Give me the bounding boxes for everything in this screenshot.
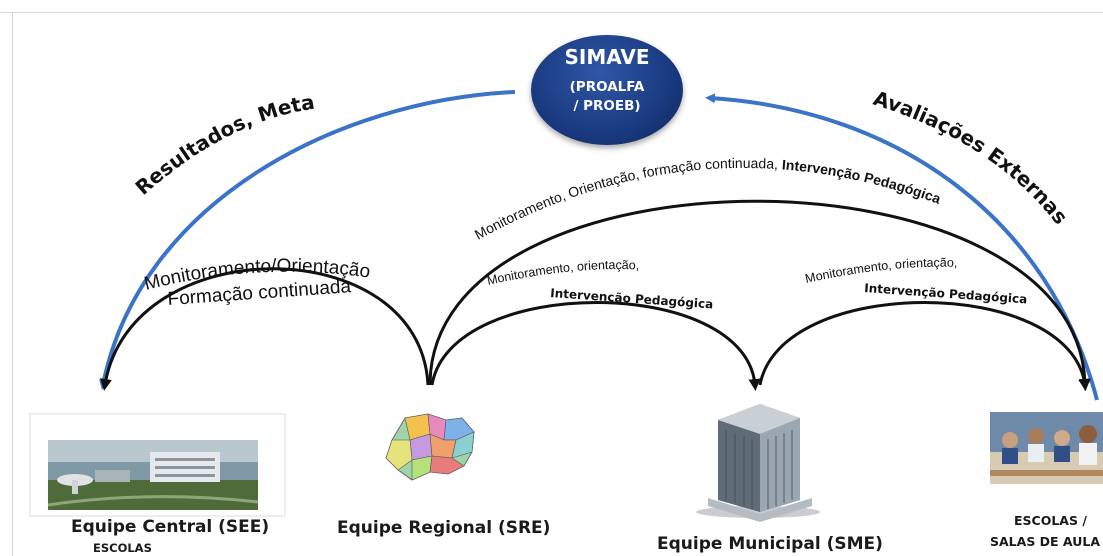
municipal-building-image (696, 404, 820, 522)
municipal-schools-arc (758, 301, 1091, 391)
central-team-sublabel: ESCOLAS (93, 541, 152, 555)
frame-left-line (12, 12, 13, 556)
central-team-image (29, 413, 286, 517)
simave-title: SIMAVE (564, 45, 650, 69)
simave-subtitle-line2: / PROEB) (573, 98, 641, 114)
frame-top-line (0, 12, 1103, 13)
classroom-image (990, 412, 1103, 484)
schools-label-line2: SALAS DE AULA (990, 534, 1101, 549)
left-arc (100, 267, 430, 391)
central-team-label: Equipe Central (SEE) (71, 517, 270, 537)
evaluations-arrow-label: Avaliações Externas (871, 86, 1073, 229)
middle-arc-label-line1: Monitoramento, orientação, (486, 258, 640, 288)
schools-label-line1: ESCOLAS / (1014, 513, 1087, 528)
municipal-team-label: Equipe Municipal (SME) (657, 534, 883, 554)
results-arrow-label: Resultados, Metas (0, 0, 316, 200)
regional-map-image (385, 413, 475, 481)
middle-arc-label-line2: Intervenção Pedagógica (550, 286, 714, 311)
simave-node: SIMAVE (PROALFA / PROEB) (531, 35, 683, 145)
top-arc (428, 199, 1091, 391)
results-arrow (99, 90, 516, 390)
top-arc-label: Monitoramento, Orientação, formação cont… (472, 155, 943, 243)
regional-team-label: Equipe Regional (SRE) (337, 518, 551, 538)
regional-municipal-arc (430, 301, 761, 391)
simave-subtitle-line1: (PROALFA (569, 79, 645, 95)
evaluations-arrow (705, 93, 1099, 401)
simave-subtitle: (PROALFA / PROEB) (531, 78, 683, 116)
